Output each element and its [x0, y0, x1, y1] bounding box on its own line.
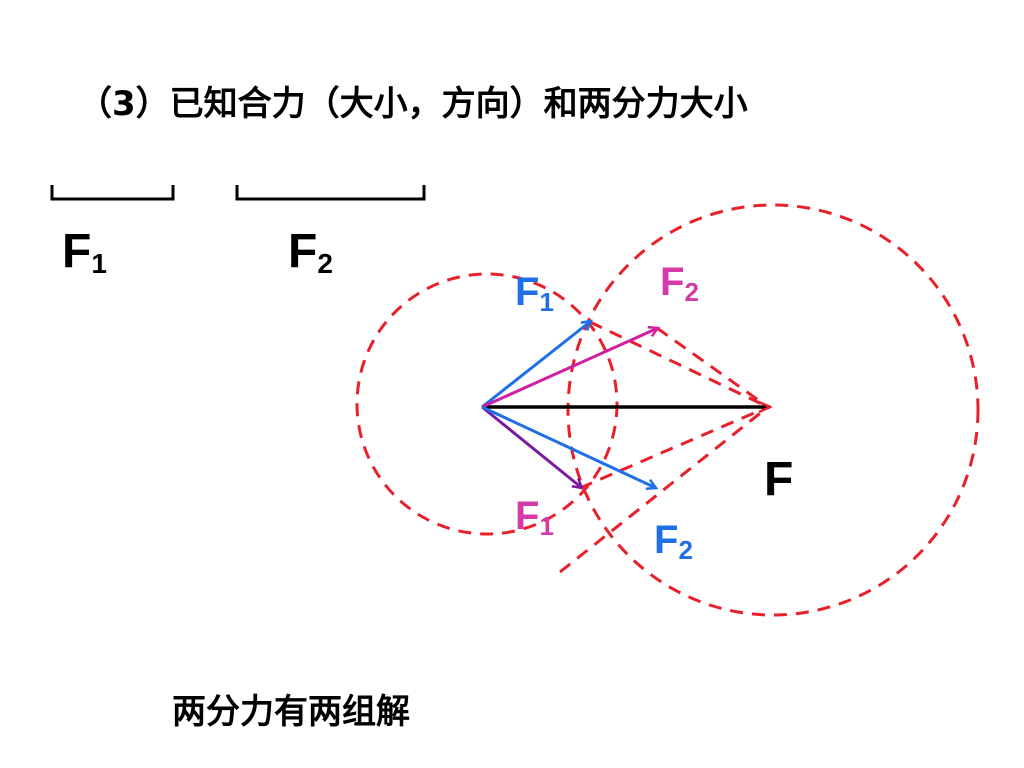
legend-f2-label: F2 — [288, 225, 333, 279]
f1-upper-label: F1 — [515, 270, 554, 317]
f1-magnitude-circle — [355, 272, 619, 536]
construction-line-upper-a — [589, 320, 769, 409]
f1-lower-arrow — [481, 405, 582, 488]
f2-magnitude-circle — [566, 203, 980, 617]
f1-length-bracket — [50, 185, 175, 201]
f2-upper-label: F2 — [660, 260, 699, 307]
f1-upper-arrow — [481, 321, 591, 409]
resultant-force-label: F — [764, 453, 794, 506]
f2-upper-arrow — [481, 328, 658, 409]
f2-length-bracket — [235, 185, 426, 201]
construction-line-lower-a — [579, 405, 769, 490]
slide-title: （3）已知合力（大小，方向）和两分力大小 — [78, 84, 748, 124]
legend-f1-label: F1 — [62, 225, 107, 279]
slide-caption: 两分力有两组解 — [172, 692, 410, 732]
construction-line-lower-b — [559, 405, 769, 574]
f1-lower-label: F1 — [515, 494, 554, 541]
f2-lower-arrow — [481, 405, 656, 488]
f2-lower-label: F2 — [654, 518, 693, 565]
construction-line-upper-b — [656, 326, 769, 409]
